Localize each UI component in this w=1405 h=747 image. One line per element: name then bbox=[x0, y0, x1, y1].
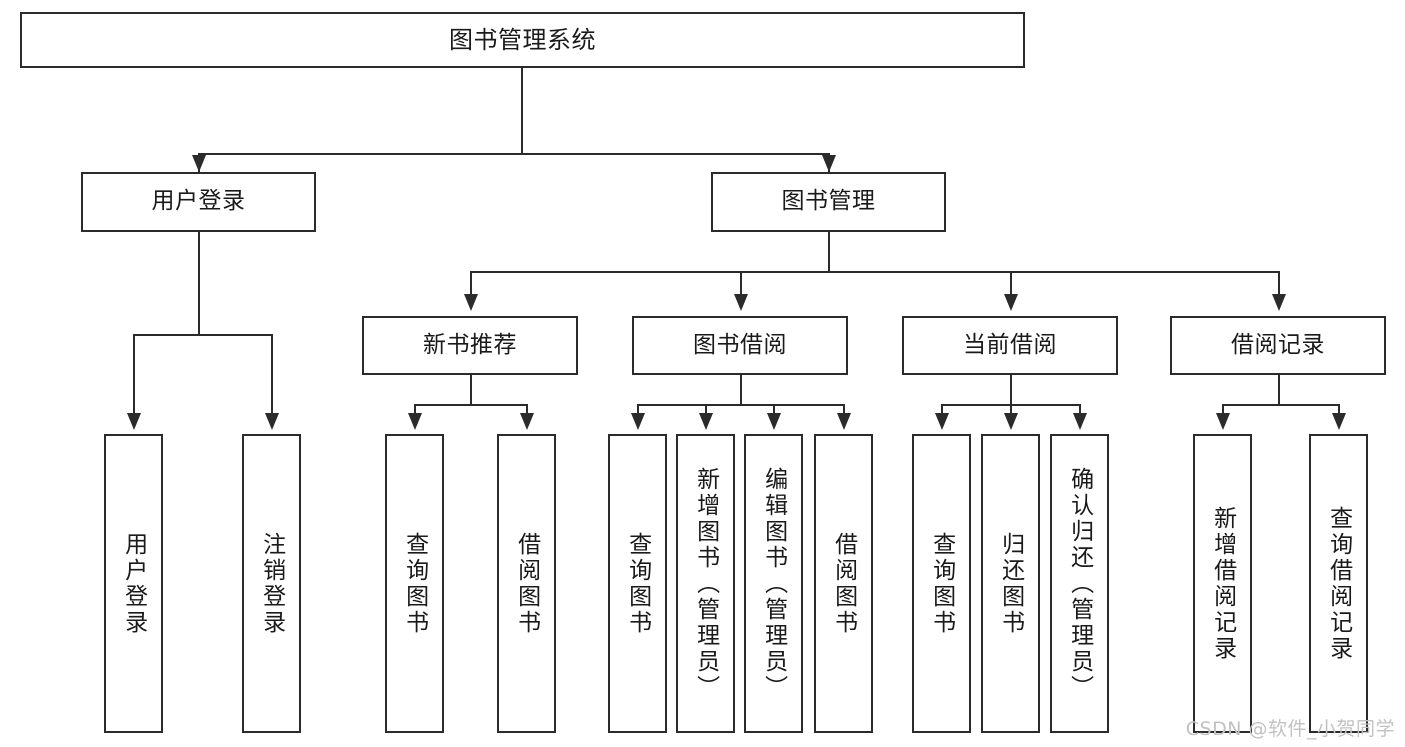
edge-borrow-record-to-leaf-1 bbox=[1222, 404, 1224, 420]
edge-current-borrow-stem bbox=[1010, 375, 1012, 406]
node-leaf-query-book-3[interactable]: 查询图书 bbox=[912, 434, 971, 733]
arrowhead-leaf-add-record bbox=[1216, 413, 1230, 430]
node-leaf-query-book-2-label: 查询图书 bbox=[624, 531, 651, 636]
node-new-book-recommendation-label: 新书推荐 bbox=[423, 331, 517, 358]
node-leaf-add-book[interactable]: 新增图书（管理员） bbox=[676, 434, 735, 733]
node-leaf-borrow-book-2[interactable]: 借阅图书 bbox=[814, 434, 873, 733]
edge-new-book-stem bbox=[470, 375, 472, 406]
node-new-book-recommendation[interactable]: 新书推荐 bbox=[362, 316, 578, 375]
arrowhead-leaf-query-record bbox=[1332, 413, 1346, 430]
edge-user-login-bus bbox=[133, 334, 271, 336]
arrowhead-user-login bbox=[192, 155, 206, 172]
arrowhead-leaf-query-book-1 bbox=[408, 413, 422, 430]
node-book-borrow[interactable]: 图书借阅 bbox=[632, 316, 848, 375]
arrowhead-leaf-confirm-return bbox=[1073, 413, 1087, 430]
edge-book-borrow-stem bbox=[740, 375, 742, 406]
edge-book-manage-to-book-borrow bbox=[740, 271, 742, 299]
node-leaf-logout[interactable]: 注销登录 bbox=[242, 434, 301, 733]
node-leaf-borrow-book-1-label: 借阅图书 bbox=[513, 531, 540, 636]
edge-book-manage-to-new-book bbox=[470, 271, 472, 299]
edge-borrow-record-bus bbox=[1222, 404, 1338, 406]
node-leaf-return-book[interactable]: 归还图书 bbox=[981, 434, 1040, 733]
arrowhead-leaf-borrow-book-2 bbox=[837, 413, 851, 430]
edge-new-book-bus bbox=[414, 404, 526, 406]
node-root[interactable]: 图书管理系统 bbox=[20, 12, 1025, 68]
arrowhead-new-book-rec bbox=[464, 294, 478, 311]
edge-book-borrow-to-leaf-4 bbox=[843, 404, 845, 420]
edge-root-bus bbox=[198, 153, 830, 155]
node-leaf-add-record-label: 新增借阅记录 bbox=[1209, 505, 1236, 662]
edge-book-borrow-to-leaf-2 bbox=[705, 404, 707, 420]
watermark-text: CSDN @软件_小贺同学 bbox=[1185, 718, 1395, 740]
node-leaf-query-record[interactable]: 查询借阅记录 bbox=[1309, 434, 1368, 733]
node-leaf-query-book-3-label: 查询图书 bbox=[928, 531, 955, 636]
edge-book-borrow-to-leaf-1 bbox=[637, 404, 639, 420]
node-user-login[interactable]: 用户登录 bbox=[81, 172, 316, 232]
edge-borrow-record-stem bbox=[1278, 375, 1280, 406]
arrowhead-leaf-query-book-2 bbox=[631, 413, 645, 430]
node-leaf-borrow-book-2-label: 借阅图书 bbox=[830, 531, 857, 636]
arrowhead-leaf-edit-book bbox=[767, 413, 781, 430]
node-leaf-query-book-1-label: 查询图书 bbox=[401, 531, 428, 636]
node-leaf-edit-book[interactable]: 编辑图书（管理员） bbox=[744, 434, 803, 733]
edge-current-borrow-to-leaf-2 bbox=[1010, 404, 1012, 420]
arrowhead-leaf-query-book-3 bbox=[935, 413, 949, 430]
arrowhead-leaf-user-login bbox=[127, 413, 141, 430]
edge-current-borrow-to-leaf-3 bbox=[1079, 404, 1081, 420]
edge-user-login-to-leaf-1 bbox=[133, 334, 135, 420]
node-leaf-user-login[interactable]: 用户登录 bbox=[104, 434, 163, 733]
arrowhead-current-borrow bbox=[1004, 294, 1018, 311]
edge-book-manage-to-current-borrow bbox=[1010, 271, 1012, 299]
edge-user-login-to-leaf-2 bbox=[271, 334, 273, 420]
edge-user-login-stem bbox=[198, 232, 200, 335]
node-borrow-record[interactable]: 借阅记录 bbox=[1170, 316, 1386, 375]
node-leaf-edit-book-label: 编辑图书（管理员） bbox=[760, 466, 787, 701]
node-leaf-borrow-book-1[interactable]: 借阅图书 bbox=[497, 434, 556, 733]
node-user-login-label: 用户登录 bbox=[151, 188, 246, 215]
edge-book-borrow-bus bbox=[637, 404, 843, 406]
arrowhead-book-borrow bbox=[734, 294, 748, 311]
node-leaf-confirm-return[interactable]: 确认归还（管理员） bbox=[1050, 434, 1109, 733]
node-book-borrow-label: 图书借阅 bbox=[693, 331, 787, 358]
node-leaf-confirm-return-label: 确认归还（管理员） bbox=[1066, 466, 1093, 701]
edge-new-book-to-leaf-1 bbox=[414, 404, 416, 420]
node-leaf-query-record-label: 查询借阅记录 bbox=[1325, 505, 1352, 662]
arrowhead-leaf-logout bbox=[265, 413, 279, 430]
arrowhead-book-manage bbox=[822, 155, 836, 172]
node-current-borrow[interactable]: 当前借阅 bbox=[902, 316, 1118, 375]
node-leaf-user-login-label: 用户登录 bbox=[120, 531, 147, 636]
node-leaf-add-book-label: 新增图书（管理员） bbox=[692, 466, 719, 701]
edge-book-manage-to-borrow-record bbox=[1278, 271, 1280, 299]
edge-borrow-record-to-leaf-2 bbox=[1338, 404, 1340, 420]
node-leaf-query-book-2[interactable]: 查询图书 bbox=[608, 434, 667, 733]
arrowhead-leaf-borrow-book-1 bbox=[520, 413, 534, 430]
node-current-borrow-label: 当前借阅 bbox=[963, 331, 1057, 358]
node-leaf-return-book-label: 归还图书 bbox=[997, 531, 1024, 636]
node-borrow-record-label: 借阅记录 bbox=[1231, 331, 1325, 358]
arrowhead-borrow-record bbox=[1272, 294, 1286, 311]
node-leaf-logout-label: 注销登录 bbox=[258, 531, 285, 636]
edge-book-borrow-to-leaf-3 bbox=[773, 404, 775, 420]
edge-new-book-to-leaf-2 bbox=[526, 404, 528, 420]
edge-root-stem bbox=[521, 66, 523, 155]
arrowhead-leaf-add-book bbox=[699, 413, 713, 430]
node-leaf-add-record[interactable]: 新增借阅记录 bbox=[1193, 434, 1252, 733]
arrowhead-leaf-return-book bbox=[1004, 413, 1018, 430]
edge-book-manage-stem bbox=[828, 232, 830, 273]
node-root-label: 图书管理系统 bbox=[449, 25, 596, 54]
edge-current-borrow-to-leaf-1 bbox=[941, 404, 943, 420]
node-book-manage[interactable]: 图书管理 bbox=[711, 172, 946, 232]
edge-book-manage-bus bbox=[470, 271, 1278, 273]
node-leaf-query-book-1[interactable]: 查询图书 bbox=[385, 434, 444, 733]
node-book-manage-label: 图书管理 bbox=[781, 188, 876, 215]
